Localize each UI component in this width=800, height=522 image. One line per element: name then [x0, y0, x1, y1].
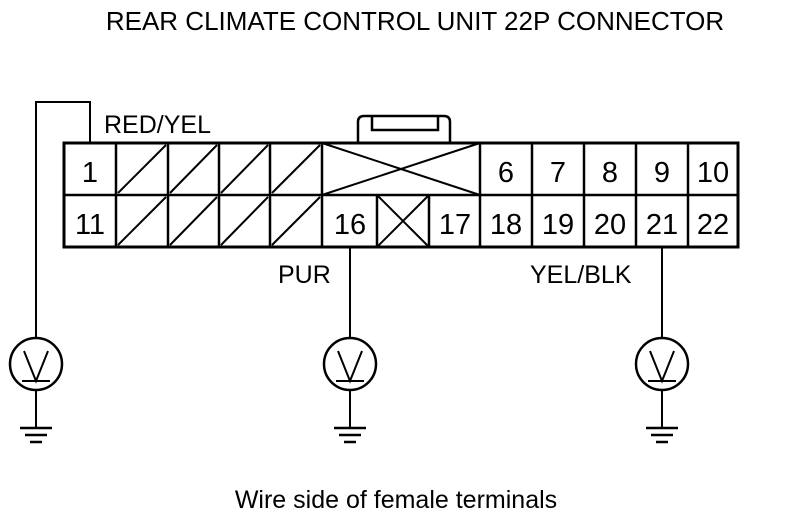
pin-1-label: 1	[82, 157, 98, 189]
pin-20-label: 20	[594, 209, 626, 241]
blocked-region-top	[321, 142, 481, 196]
ground-icon	[646, 426, 678, 444]
pin-21-label: 21	[646, 209, 678, 241]
diagram-caption: Wire side of female terminals	[235, 486, 557, 514]
ground-icon	[20, 426, 52, 444]
pin-9-label: 9	[654, 157, 670, 189]
voltmeter-icon	[8, 336, 64, 392]
pin-18-label: 18	[490, 209, 522, 241]
ground-icon	[334, 426, 366, 444]
pin-17-label: 17	[439, 209, 471, 241]
wire-color-pin1: RED/YEL	[104, 111, 211, 139]
diagram-title: REAR CLIMATE CONTROL UNIT 22P CONNECTOR	[106, 6, 724, 36]
voltmeter-icon	[634, 336, 690, 392]
pin-22-label: 22	[697, 209, 729, 241]
wire-color-pin16: PUR	[278, 261, 331, 289]
pin-19-label: 19	[542, 209, 574, 241]
bottom-row-dividers	[114, 195, 690, 247]
top-row-dividers	[114, 143, 690, 195]
probe-wire-pin1	[35, 101, 91, 338]
empty-cavities-bottom	[117, 196, 321, 246]
empty-cavities-top	[117, 144, 321, 194]
pin-10-label: 10	[697, 157, 729, 189]
pin-11-label: 11	[75, 209, 105, 241]
pin-8-label: 8	[602, 157, 618, 189]
connector-latch	[356, 114, 452, 143]
blocked-cavity-bottom	[376, 194, 430, 248]
wire-color-pin21: YEL/BLK	[530, 261, 632, 289]
pin-16-label: 16	[334, 209, 366, 241]
voltmeter-icon	[322, 336, 378, 392]
pin-7-label: 7	[550, 157, 566, 189]
pin-6-label: 6	[498, 157, 514, 189]
